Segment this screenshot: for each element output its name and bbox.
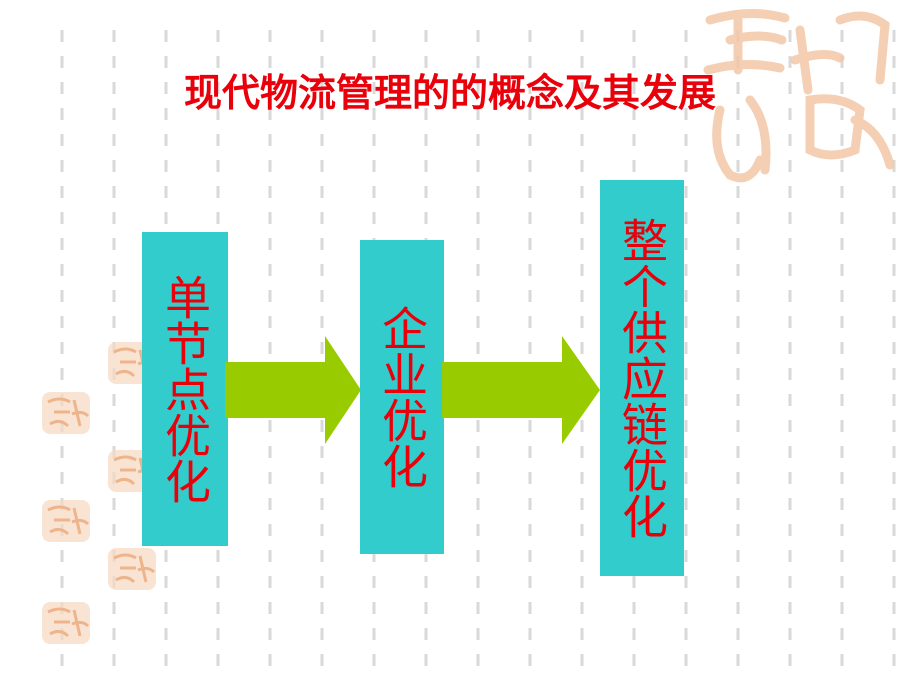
- stage-label-supply-chain: 整个供应链优化: [615, 217, 669, 539]
- slide-title: 现代物流管理的的概念及其发展: [183, 71, 716, 115]
- small-seal-icon: [108, 548, 156, 590]
- stage-box-supply-chain: 整个供应链优化: [600, 180, 684, 576]
- stage-label-enterprise: 企业优化: [375, 305, 429, 489]
- stage-label-single-node: 单节点优化: [158, 274, 212, 504]
- large-seal-icon: [703, 8, 895, 183]
- small-seal-icon: [42, 602, 90, 644]
- stage-box-enterprise: 企业优化: [360, 240, 444, 554]
- small-seal-icon: [42, 392, 90, 434]
- right-arrow-icon: [225, 336, 361, 444]
- right-arrow-icon: [442, 336, 600, 444]
- small-seal-icon: [42, 500, 90, 542]
- stage-box-single-node: 单节点优化: [142, 232, 228, 546]
